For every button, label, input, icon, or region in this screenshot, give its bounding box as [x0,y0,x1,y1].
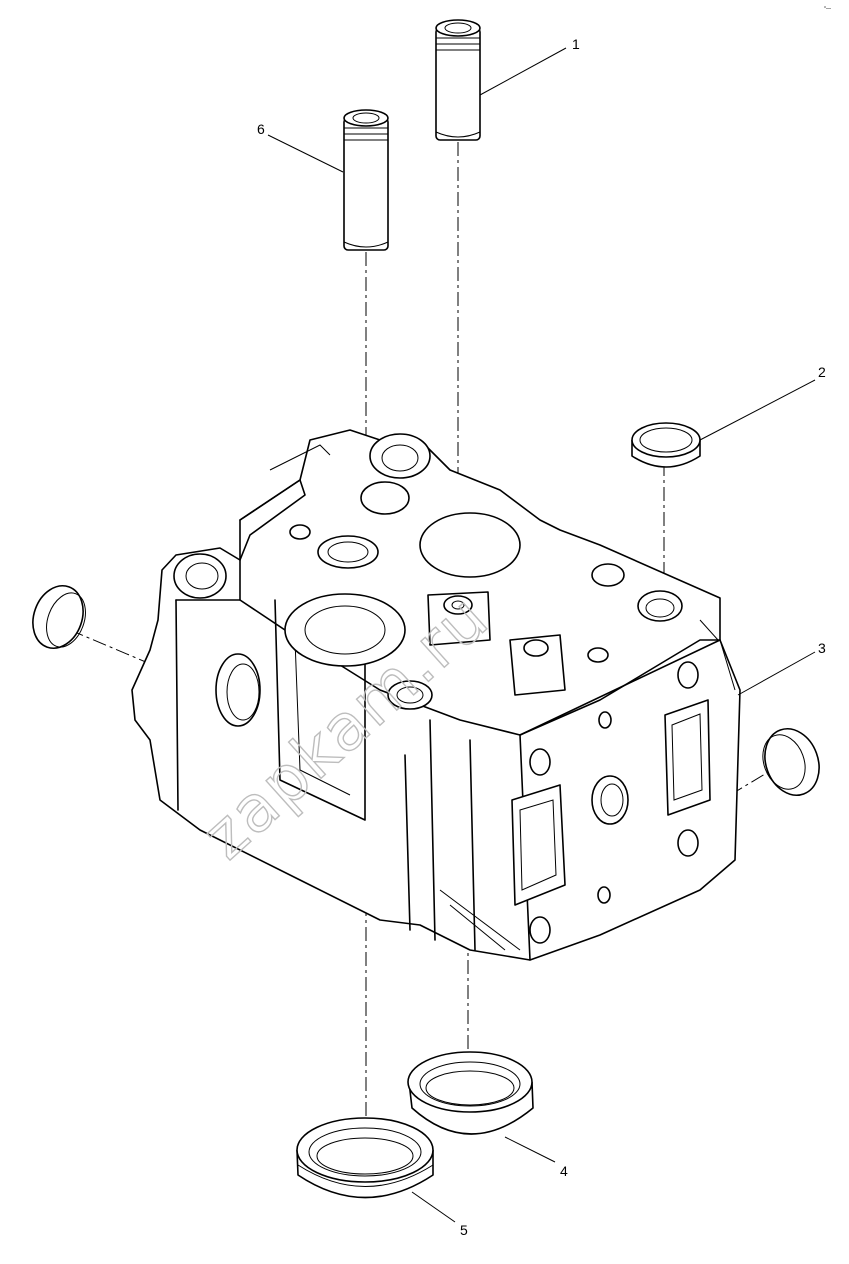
leader-3 [737,651,816,696]
corner-mark: °— [824,6,831,12]
valve-guide-6 [343,109,389,251]
cup-plug-right [762,728,820,796]
valve-guide-1 [435,19,481,141]
cup-plug-2 [631,422,701,468]
callout-1: 1 [572,36,580,52]
callout-3: 3 [818,640,826,656]
leader-5 [411,1191,456,1223]
leader-2 [699,379,816,441]
callout-5: 5 [460,1222,468,1238]
callout-2: 2 [818,364,826,380]
callout-labels: 1 2 3 4 5 6 [257,36,826,1238]
leader-1 [479,47,567,96]
callout-6: 6 [257,121,265,137]
leader-lines [267,47,816,1223]
callout-4: 4 [560,1163,568,1179]
valve-seat-4 [407,1051,534,1135]
leader-4 [504,1136,556,1163]
leader-6 [267,134,344,173]
valve-seat-5 [296,1117,434,1199]
axis-line-plug-right [729,764,781,796]
cup-plug-left [32,585,86,649]
cylinder-head-3 [131,429,741,961]
